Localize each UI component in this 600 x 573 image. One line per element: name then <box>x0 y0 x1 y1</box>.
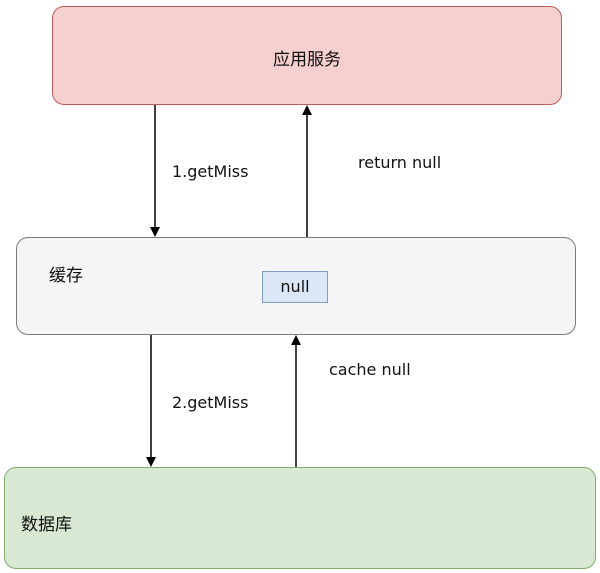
cache-value-null: null <box>262 271 328 303</box>
database-label: 数据库 <box>21 515 72 535</box>
edge-label-get-miss-2: 2.getMiss <box>172 393 249 412</box>
edge-label-cache-null: cache null <box>329 360 411 379</box>
database-node: 数据库 <box>4 467 596 569</box>
app-service-label: 应用服务 <box>273 50 341 70</box>
app-service-node: 应用服务 <box>52 6 562 105</box>
edge-label-return-null: return null <box>358 153 442 172</box>
edge-label-get-miss-1: 1.getMiss <box>172 162 249 181</box>
cache-node: 缓存 <box>16 237 576 335</box>
cache-label: 缓存 <box>49 266 83 286</box>
